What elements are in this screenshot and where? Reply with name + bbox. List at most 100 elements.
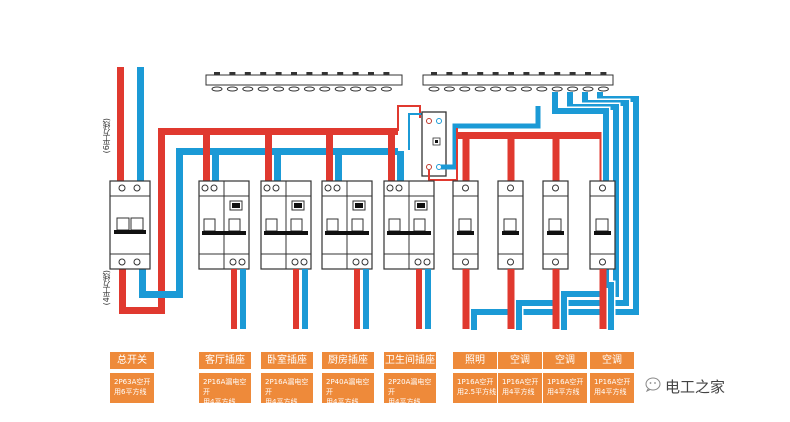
terminal-screw — [507, 184, 514, 192]
breaker-6 — [452, 180, 479, 270]
rcbo-live-drop — [203, 131, 210, 181]
wechat-icon — [645, 377, 661, 392]
busbar-stud — [291, 72, 297, 75]
terminal-screw — [238, 258, 246, 266]
circuit-spec-label: 2P16A漏电空开用4平方线 — [199, 373, 251, 406]
busbar-stud — [352, 72, 359, 75]
circuit-title-label: 卧室插座 — [261, 352, 313, 369]
circuit-title-label: 照明 — [453, 352, 497, 369]
busbar-stud — [523, 72, 530, 75]
spec-line-1: 2P63A空开 — [114, 378, 151, 386]
terminal-screw — [118, 258, 126, 266]
terminal-screw — [462, 184, 469, 192]
outgoing-neutral-wire — [425, 269, 431, 329]
terminal-screw — [229, 258, 237, 266]
busbar-screw — [582, 86, 594, 92]
terminal-screw — [118, 184, 126, 192]
breaker-8 — [542, 180, 569, 270]
terminal-screw — [201, 184, 209, 192]
busbar-stud — [337, 72, 344, 75]
busbar-stud — [321, 72, 328, 75]
busbar-stud — [244, 72, 251, 75]
terminal-screw — [300, 258, 308, 266]
toggle-handle — [548, 218, 562, 232]
onep-live-drop — [552, 135, 560, 181]
terminal-screw — [599, 258, 606, 266]
outgoing-live-wire — [354, 269, 360, 329]
breaker-3 — [260, 180, 312, 270]
toggle-handle — [595, 218, 609, 232]
toggle-handle — [265, 218, 278, 232]
spec-line-1: 2P40A漏电空开 — [326, 378, 370, 396]
busbar-screw — [474, 86, 486, 92]
busbar-stud — [554, 72, 561, 75]
busbar-stud — [368, 72, 374, 75]
circuit-title-label: 总开关 — [110, 352, 154, 369]
spec-line-1: 1P16A空开 — [547, 378, 584, 386]
terminal-screw — [386, 184, 394, 192]
terminal-screw — [263, 184, 271, 192]
terminal-screw — [333, 184, 341, 192]
circuit-title-label: 卫生间插座 — [384, 352, 436, 369]
spec-line-2: 用4平方线 — [502, 388, 535, 396]
terminal-screw — [395, 184, 403, 192]
toggle-bar — [502, 231, 519, 235]
busbar-stud — [275, 72, 282, 75]
terminal-screw — [552, 258, 559, 266]
terminal-screw — [352, 258, 360, 266]
rcbo-live-drop — [265, 131, 272, 181]
spec-line-2: 用4平方线 — [265, 398, 298, 406]
toggle-bar — [594, 231, 611, 235]
busbar-stud — [229, 72, 236, 75]
breaker-7 — [497, 180, 524, 270]
terminal-screw — [133, 184, 141, 192]
busbar-stud — [569, 72, 576, 75]
busbar-stud — [446, 72, 453, 75]
spec-line-2: 用4平方线 — [203, 398, 236, 406]
breaker-2 — [198, 180, 250, 270]
toggle-handle — [503, 218, 517, 232]
terminal-screw — [462, 258, 469, 266]
neutral-return-wire — [471, 92, 639, 330]
breaker-1 — [109, 180, 151, 270]
rcbo-neutral-drop — [274, 151, 281, 181]
terminal-screw — [291, 258, 299, 266]
busbar-stud — [492, 72, 499, 75]
rcbo-neutral-drop — [397, 151, 404, 181]
toggle-bar — [387, 231, 431, 235]
spec-line-1: 1P16A空开 — [502, 378, 539, 386]
circuit-spec-label: 1P16A空开用4平方线 — [498, 373, 542, 403]
circuit-title-label: 厨房插座 — [322, 352, 374, 369]
busbar-stud — [214, 72, 220, 75]
rcd-module — [397, 105, 541, 181]
circuit-spec-label: 1P16A空开用2.5平方线 — [453, 373, 497, 403]
onep-live-drop — [462, 135, 470, 181]
spec-line-2: 用4平方线 — [388, 398, 421, 406]
busbar-screw — [334, 86, 346, 92]
outgoing-live-wire — [462, 269, 470, 329]
toggle-bar — [202, 231, 246, 235]
toggle-handle — [413, 218, 426, 232]
toggle-bar — [114, 230, 146, 234]
rcbo-live-drop — [326, 131, 333, 181]
side-label-top: (6平方线) — [102, 118, 111, 154]
toggle-bar — [264, 231, 308, 235]
busbar-screw — [490, 86, 502, 92]
toggle-bar — [325, 231, 369, 235]
circuit-spec-label: 2P63A空开用6平方线 — [110, 373, 154, 403]
busbar-screw — [257, 86, 269, 92]
terminal-screw — [272, 184, 280, 192]
circuit-spec-label: 2P20A漏电空开用4平方线 — [384, 373, 436, 406]
terminal-screw — [507, 258, 514, 266]
circuit-spec-label: 1P16A空开用4平方线 — [590, 373, 634, 403]
outgoing-live-wire — [293, 269, 299, 329]
busbar-screw — [319, 86, 331, 92]
terminal-screw — [361, 258, 369, 266]
toggle-handle — [326, 218, 339, 232]
busbar-screw — [226, 86, 238, 92]
onep-live-drop — [507, 135, 515, 181]
rcbo-feed-wires — [203, 131, 404, 181]
outgoing-live-wire — [231, 269, 237, 329]
terminal-screw — [324, 184, 332, 192]
neutral-return-wire — [561, 92, 619, 330]
